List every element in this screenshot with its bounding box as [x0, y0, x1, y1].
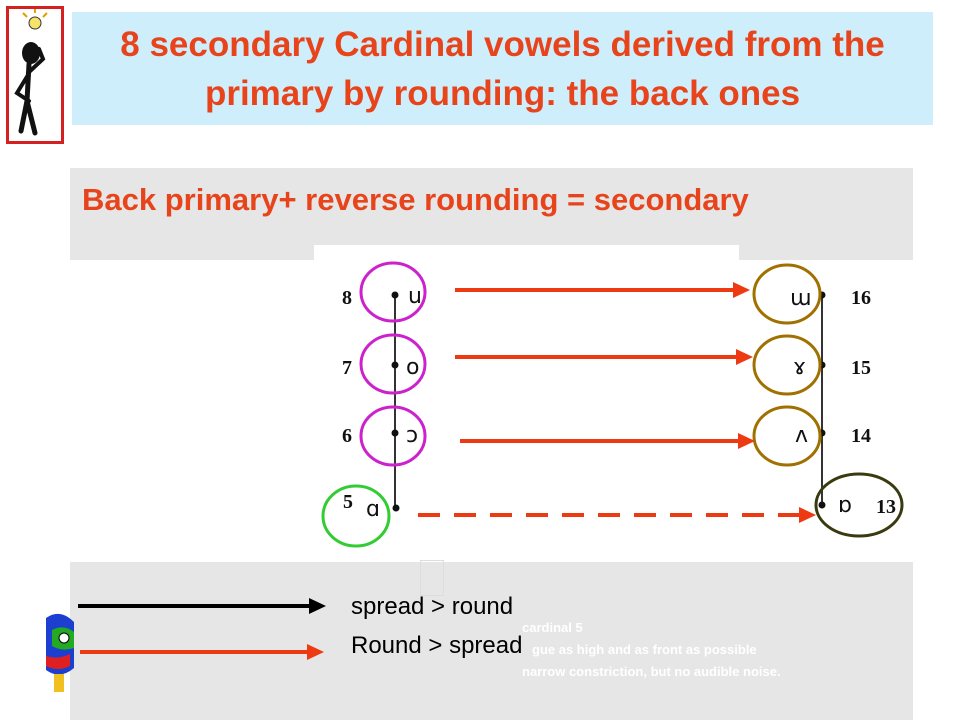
vowel-number: 15 [851, 357, 871, 379]
vowel-symbol: ɑ [366, 497, 380, 522]
middle-panel [492, 245, 739, 560]
legend-panel: narrow constriction, but no audible nois… [70, 542, 913, 720]
arrowhead [799, 507, 816, 523]
secondary-circle-15 [752, 334, 822, 396]
mascot-icon [46, 613, 74, 692]
title-banner: 8 secondary Cardinal vowels derived from… [72, 12, 933, 125]
thinking-figure-logo [6, 6, 64, 144]
vowel-dot [391, 429, 399, 437]
ghost-text-line: narrow constriction, but no audible nois… [522, 664, 781, 679]
legend-black-arrowhead [309, 598, 326, 614]
vowel-number: 14 [851, 425, 871, 447]
primary-circle-5 [321, 484, 391, 548]
placeholder-glyph [420, 560, 444, 596]
secondary-circle-13 [814, 472, 904, 538]
slide-title: 8 secondary Cardinal vowels derived from… [120, 24, 885, 113]
arrowhead [733, 282, 750, 298]
ghost-text-fragment: as possible [750, 536, 821, 551]
vowel-dot [391, 361, 399, 369]
vowel-number: 5 [343, 491, 353, 513]
vowel-number: 7 [342, 357, 352, 379]
vowel-symbol: ɤ [793, 355, 806, 380]
primary-circle-8 [359, 261, 427, 323]
cartoon-mascot [40, 608, 76, 694]
vowel-symbol: ɯ [790, 286, 811, 311]
ghost-text-line: cardinal 5 [522, 620, 583, 635]
vowel-number: 6 [342, 425, 352, 447]
vowel-number: 16 [851, 287, 871, 309]
secondary-circle-16 [752, 263, 822, 325]
vowel-dot [818, 501, 826, 509]
slide-subtitle: Back primary+ reverse rounding = seconda… [82, 182, 749, 217]
legend-label-spread-to-round: spread > round [351, 593, 514, 620]
primary-circle-7 [359, 333, 427, 395]
ghost-text-line: gue as high and as front as possible [532, 642, 757, 657]
legend-red-arrowhead [307, 644, 324, 660]
vowel-symbol: ɔ [406, 423, 418, 448]
arrowhead [738, 433, 755, 449]
vowel-dot [392, 504, 400, 512]
primary-circle-6 [359, 405, 427, 467]
secondary-panel [739, 260, 913, 545]
vowel-symbol: ʌ [795, 423, 808, 448]
vowel-dot [391, 291, 399, 299]
vowel-symbol: ɒ [838, 493, 852, 518]
rounding-arrows [418, 282, 816, 523]
vowel-number: 13 [876, 496, 896, 518]
vowel-symbol: o [406, 355, 419, 380]
arrowhead [736, 349, 753, 365]
primary-panel [314, 245, 492, 545]
figure-icon [14, 9, 48, 136]
vowel-symbol: u [408, 284, 422, 309]
secondary-circle-14 [752, 405, 822, 467]
subtitle-banner: Back primary+ reverse rounding = seconda… [70, 168, 913, 260]
vowel-number: 8 [342, 287, 352, 309]
legend-label-round-to-spread: Round > spread [351, 632, 523, 659]
